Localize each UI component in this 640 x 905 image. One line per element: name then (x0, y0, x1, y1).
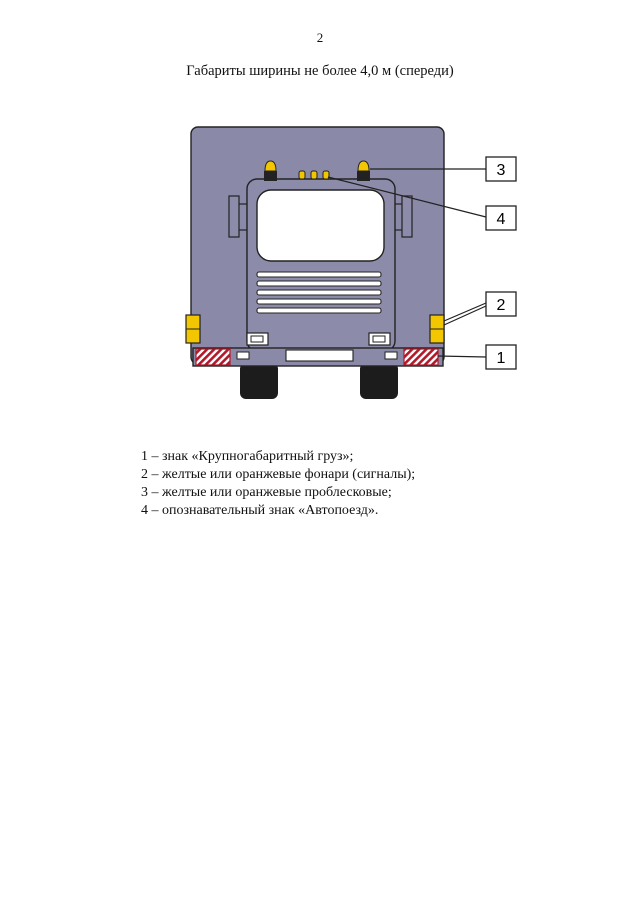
legend-item-3: 3 – желтые или оранжевые проблесковые; (141, 485, 392, 500)
road-train-sign (298, 170, 330, 180)
right-fog-light (384, 351, 398, 360)
license-plate (285, 349, 354, 362)
grille (256, 271, 382, 314)
callout-2-label: 2 (497, 297, 506, 314)
left-mirror (228, 195, 240, 238)
callout-1-label: 1 (497, 350, 506, 367)
left-fog-light (236, 351, 250, 360)
page-title: Габариты ширины не более 4,0 м (спереди) (186, 63, 454, 79)
legend-item-4: 4 – опознавательный знак «Автопоезд». (141, 503, 379, 518)
legend-item-2: 2 – желтые или оранжевые фонари (сигналы… (141, 467, 416, 482)
right-beacon (357, 160, 370, 181)
callout-3-label: 3 (497, 162, 506, 179)
right-oversize-sign (403, 348, 439, 366)
right-front-wheel (360, 363, 398, 399)
left-front-wheel (240, 363, 278, 399)
legend-item-1: 1 – знак «Крупногабаритный груз»; (141, 449, 354, 464)
right-headlight (368, 332, 391, 346)
callout-3: 3 (485, 156, 517, 182)
callout-4: 4 (485, 205, 517, 231)
left-oversize-sign (195, 348, 231, 366)
right-mirror (401, 195, 413, 238)
truck-front-diagram: 3 4 2 1 (180, 120, 530, 410)
windshield (256, 189, 385, 262)
legend: 1 – знак «Крупногабаритный груз»; 2 – же… (141, 448, 581, 520)
callout-4-label: 4 (497, 211, 506, 228)
callout-2: 2 (485, 291, 517, 317)
callout-1: 1 (485, 344, 517, 370)
left-beacon (264, 160, 277, 181)
left-headlight (246, 332, 269, 346)
page-number: 2 (316, 30, 324, 45)
